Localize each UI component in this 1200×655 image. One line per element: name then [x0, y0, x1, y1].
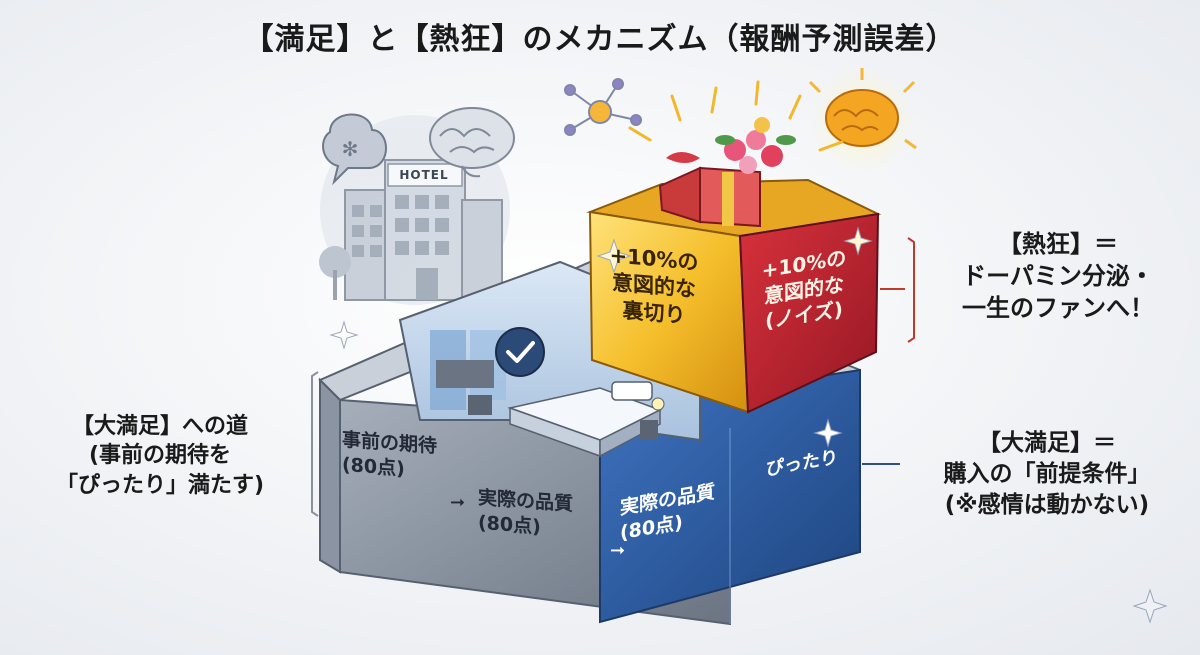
expectation-label: 事前の期待 (80点) — [342, 428, 462, 486]
gift-box — [586, 166, 882, 414]
hotel-sign: HOTEL — [399, 168, 449, 182]
sparkle-rays — [628, 80, 844, 152]
right-bottom-note: 【大満足】＝ 購入の「前提条件」 (※感情は動かない) — [902, 428, 1192, 520]
right-top-note: 【熱狂】＝ ドーパミン分泌・ 一生のファンへ！ — [928, 228, 1188, 324]
svg-text:✻: ✻ — [342, 137, 359, 161]
right-top-callout — [880, 237, 915, 343]
molecule-icon — [564, 78, 642, 136]
arrow-right-icon-blue: ➞ — [610, 540, 626, 561]
brain-icon — [429, 107, 515, 178]
gift-gold-label: +10%の 意図的な 裏切り — [596, 241, 712, 332]
arrow-right-icon: ➞ — [450, 492, 466, 513]
checkmark-badge-icon — [495, 327, 545, 377]
page-title: 【満足】と【熱狂】のメカニズム（報酬予測誤差） — [243, 22, 957, 57]
right-top-line2: ドーパミン分泌・ — [962, 262, 1154, 291]
right-bottom-line2: 購入の「前提条件」 — [943, 460, 1151, 487]
sparkle-icon — [329, 226, 1168, 624]
right-top-line3: 一生のファンへ！ — [962, 294, 1154, 323]
left-note: 【大満足】への道 (事前の期待を 「ぴったり」満たす) — [10, 412, 310, 500]
right-top-line1: 【熱狂】＝ — [998, 230, 1118, 258]
gear-brain-icon: ✻ — [322, 113, 387, 186]
right-bottom-line3: (※感情は動かない) — [944, 491, 1150, 518]
left-callout-bracket — [311, 371, 319, 517]
right-bottom-line1: 【大満足】＝ — [978, 430, 1116, 456]
left-note-line3: 「ぴったり」満たす) — [55, 472, 265, 498]
left-note-line2: (事前の期待を — [88, 443, 232, 469]
golden-brain-icon — [808, 68, 917, 172]
flower-bouquet-icon — [666, 117, 796, 174]
quality-label-gray: 実際の品質 (80点) — [478, 486, 598, 544]
left-note-line1: 【大満足】への道 — [71, 414, 248, 439]
